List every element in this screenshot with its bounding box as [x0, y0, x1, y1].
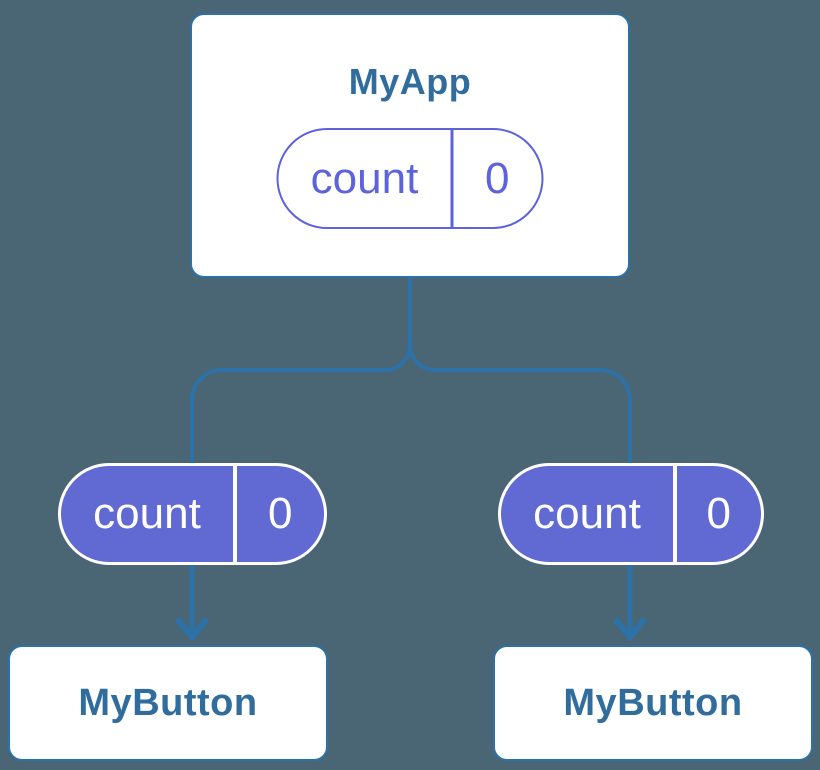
component-card-root: MyApp count 0: [190, 13, 630, 278]
component-card-right-child: MyButton: [493, 645, 813, 761]
state-pill-label: count: [310, 153, 419, 203]
pill-divider: [233, 466, 237, 562]
component-card-left-child: MyButton: [8, 645, 328, 761]
pill-divider: [450, 130, 453, 227]
prop-pill-left: count 0: [58, 463, 327, 565]
prop-pill-left-label: count: [93, 489, 201, 538]
right-child-component-title: MyButton: [563, 681, 743, 724]
root-component-title: MyApp: [348, 61, 472, 102]
prop-pill-left-value: 0: [268, 489, 293, 538]
right-arrowhead-icon: [612, 617, 648, 642]
prop-pill-right-label: count: [533, 489, 641, 538]
branch-to-left-child: [190, 344, 412, 465]
pill-divider: [673, 466, 677, 562]
left-arrowhead-icon: [174, 617, 210, 642]
left-child-component-title: MyButton: [78, 681, 258, 724]
state-pill: count 0: [276, 128, 544, 229]
prop-pill-right-value: 0: [706, 489, 731, 538]
branch-to-right-child: [408, 344, 632, 465]
state-pill-value: 0: [485, 153, 510, 203]
prop-pill-right: count 0: [498, 463, 764, 565]
